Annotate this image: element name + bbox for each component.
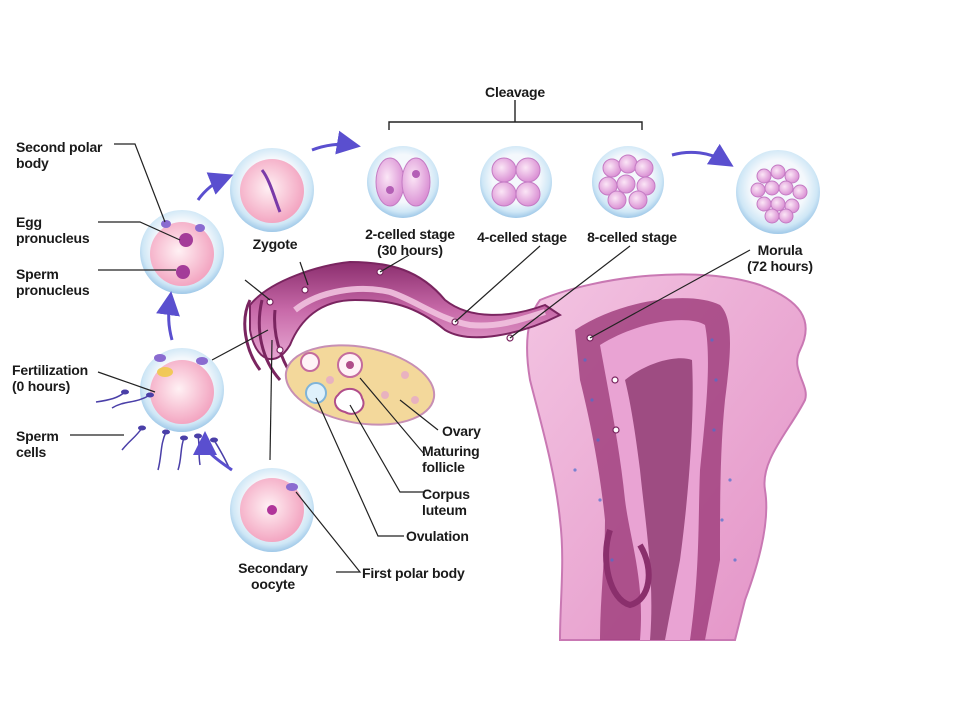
cell-2-celled xyxy=(367,146,439,218)
label-4-celled: 4-celled stage xyxy=(477,229,567,245)
fallopian-tube xyxy=(243,260,620,434)
progression-arrows xyxy=(156,130,734,472)
label-egg-pronucleus: Egg pronucleus xyxy=(16,214,90,246)
cell-zygote xyxy=(230,148,314,232)
label-sperm-pronucleus: Sperm pronucleus xyxy=(16,266,90,298)
cleavage-bracket xyxy=(388,100,643,130)
label-ovulation: Ovulation xyxy=(406,528,469,544)
label-morula: Morula (72 hours) xyxy=(747,242,813,274)
label-first-polar-body: First polar body xyxy=(362,565,465,581)
label-second-polar-body: Second polar body xyxy=(16,139,103,171)
label-8-celled: 8-celled stage xyxy=(587,229,677,245)
tissue-speckles xyxy=(573,338,737,562)
label-zygote: Zygote xyxy=(252,236,298,252)
cell-8-celled xyxy=(592,146,664,218)
label-secondary-oocyte: Secondary oocyte xyxy=(238,560,308,592)
uterus xyxy=(526,273,807,641)
label-corpus-luteum: Corpus luteum xyxy=(422,486,470,518)
ovary xyxy=(284,344,436,426)
cell-morula xyxy=(736,150,820,234)
egg-pronucleus-shape xyxy=(179,233,193,247)
label-maturing-follicle: Maturing follicle xyxy=(422,443,480,475)
sperm-pronucleus-shape xyxy=(176,265,190,279)
corpus-luteum-shape xyxy=(333,387,365,415)
cell-pronuclei xyxy=(140,210,224,294)
label-sperm-cells: Sperm cells xyxy=(16,428,59,460)
label-2-celled: 2-celled stage (30 hours) xyxy=(365,226,455,258)
cell-4-celled xyxy=(480,146,552,218)
leader-lines xyxy=(70,143,751,573)
cell-secondary-oocyte xyxy=(230,468,314,552)
tube-embryos xyxy=(266,268,620,434)
label-cleavage: Cleavage xyxy=(485,84,545,100)
cell-fertilization xyxy=(140,348,224,432)
cavity-shadow xyxy=(625,358,693,640)
label-ovary: Ovary xyxy=(442,423,481,439)
label-fertilization: Fertilization (0 hours) xyxy=(12,362,88,394)
